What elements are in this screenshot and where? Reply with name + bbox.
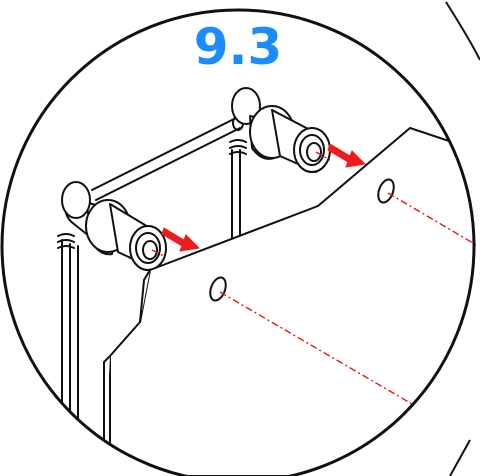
- top-bar: [91, 115, 244, 201]
- guide-line-left-hole: [219, 291, 413, 405]
- guide-line-right-hole: [387, 192, 479, 247]
- panel-with-two-holes: [103, 127, 474, 476]
- outer-ring-bottom: [449, 439, 471, 476]
- left-insert-arrow: [161, 227, 201, 252]
- outer-ring-top: [445, 1, 480, 61]
- alignment-guides: [151, 151, 479, 405]
- right-standoff: [231, 87, 331, 173]
- left-standoff: [61, 181, 167, 271]
- step-number-label: 9.3: [193, 18, 283, 76]
- callout-circle: [0, 8, 476, 476]
- right-insert-arrow: [327, 143, 367, 168]
